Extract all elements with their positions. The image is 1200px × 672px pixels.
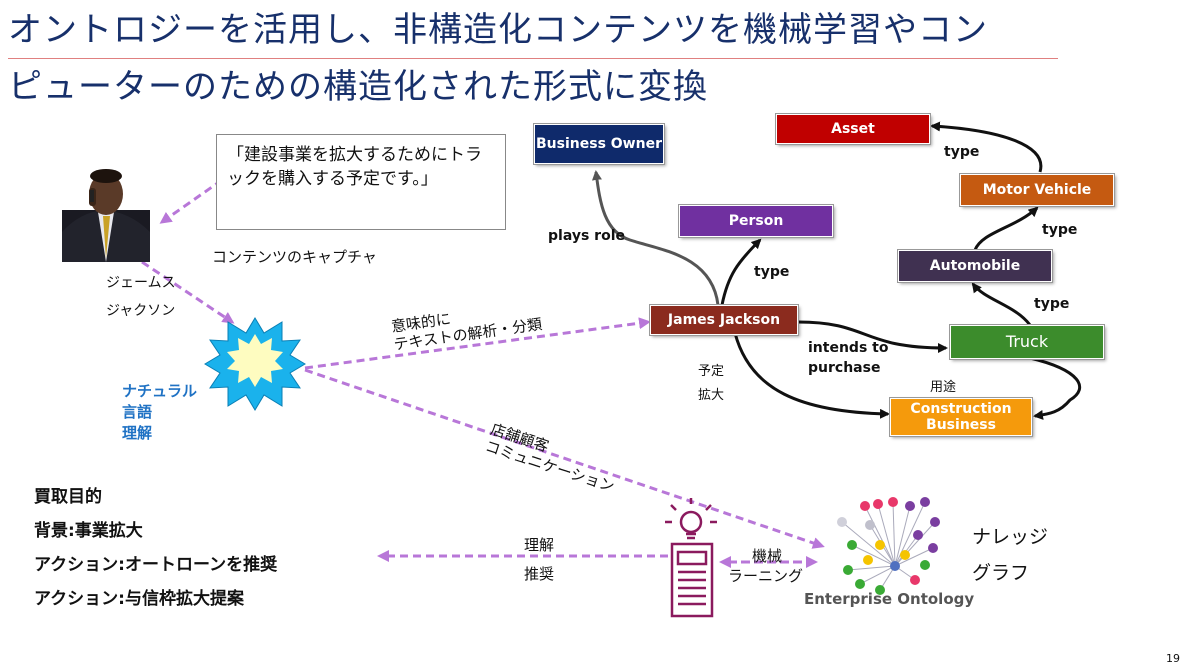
page-number: 19 bbox=[1166, 652, 1180, 665]
node-construction-business: Construction Business bbox=[889, 397, 1033, 437]
enterprise-ontology-label: Enterprise Ontology bbox=[804, 590, 975, 608]
node-person: Person bbox=[678, 204, 834, 238]
nlu-label-line-1: ナチュラル bbox=[122, 382, 198, 400]
person-name-line-1: ジェームス bbox=[106, 275, 176, 291]
person-name-line-2: ジャクソン bbox=[106, 303, 176, 319]
purchase-goal-3: アクション:与信枠拡大提案 bbox=[34, 589, 244, 609]
nlu-label-line-2: 言語 bbox=[122, 403, 153, 421]
knowledge-graph-line-1: ナレッジ bbox=[972, 526, 1049, 548]
node-james-jackson: James Jackson bbox=[649, 304, 799, 336]
edge-use bbox=[1029, 356, 1082, 420]
node-asset: Asset bbox=[775, 113, 931, 145]
edge-label-type-asset: type bbox=[944, 144, 980, 160]
page-title: オントロジーを活用し、非構造化コンテンツを機械学習やコン ピューターのための構造… bbox=[8, 2, 1148, 115]
understand-label-line-1: 理解 bbox=[524, 536, 555, 554]
edge-type-auto bbox=[973, 206, 1039, 251]
nlu-label-line-3: 理解 bbox=[122, 424, 153, 442]
edge-label-expand: 拡大 bbox=[698, 388, 725, 403]
arrow-nlu-to-graph bbox=[304, 368, 825, 549]
edge-intends bbox=[797, 320, 948, 353]
title-line-1: オントロジーを活用し、非構造化コンテンツを機械学習やコン bbox=[8, 2, 1058, 59]
capture-label: コンテンツのキャプチャ bbox=[212, 248, 377, 266]
title-line-2: ピューターのための構造化された形式に変換 bbox=[8, 67, 708, 107]
node-truck: Truck bbox=[949, 324, 1105, 360]
ml-label-line-2: ラーニング bbox=[728, 567, 804, 585]
arrow-person-to-nlu bbox=[141, 260, 235, 324]
edge-label-plan: 予定 bbox=[698, 364, 725, 379]
edge-plays-role bbox=[591, 170, 720, 306]
edge-label-use: 用途 bbox=[930, 380, 957, 395]
node-automobile: Automobile bbox=[897, 249, 1053, 283]
edge-label-type-auto: type bbox=[1034, 296, 1070, 312]
node-business-owner: Business Owner bbox=[533, 123, 665, 165]
purchase-goal-2: アクション:オートローンを推奨 bbox=[34, 555, 278, 575]
edge-type-truck bbox=[971, 282, 1032, 326]
edge-type-person bbox=[720, 238, 762, 306]
node-motor-vehicle: Motor Vehicle bbox=[959, 173, 1115, 207]
edge-label-type-person: type bbox=[754, 264, 790, 280]
knowledge-graph-line-2: グラフ bbox=[972, 562, 1030, 584]
purchase-goal-1: 背景:事業拡大 bbox=[34, 521, 143, 541]
edge-label-type-motor: type bbox=[1042, 222, 1078, 238]
understand-label-line-2: 推奨 bbox=[524, 565, 555, 583]
arrow-nlu-to-james bbox=[304, 317, 651, 370]
purchase-goal-0: 買取目的 bbox=[34, 487, 102, 507]
ml-label-line-1: 機械 bbox=[752, 547, 783, 565]
edge-type-motor bbox=[930, 121, 1043, 173]
edge-label-purchase: purchase bbox=[808, 360, 881, 376]
edge-label-intends: intends to bbox=[808, 340, 889, 356]
edge-label-plays-role: plays role bbox=[548, 228, 625, 244]
quote-bubble: 「建設事業を拡大するためにトラックを購入する予定です。」 bbox=[216, 134, 506, 230]
edge-plan-expand bbox=[733, 332, 890, 419]
